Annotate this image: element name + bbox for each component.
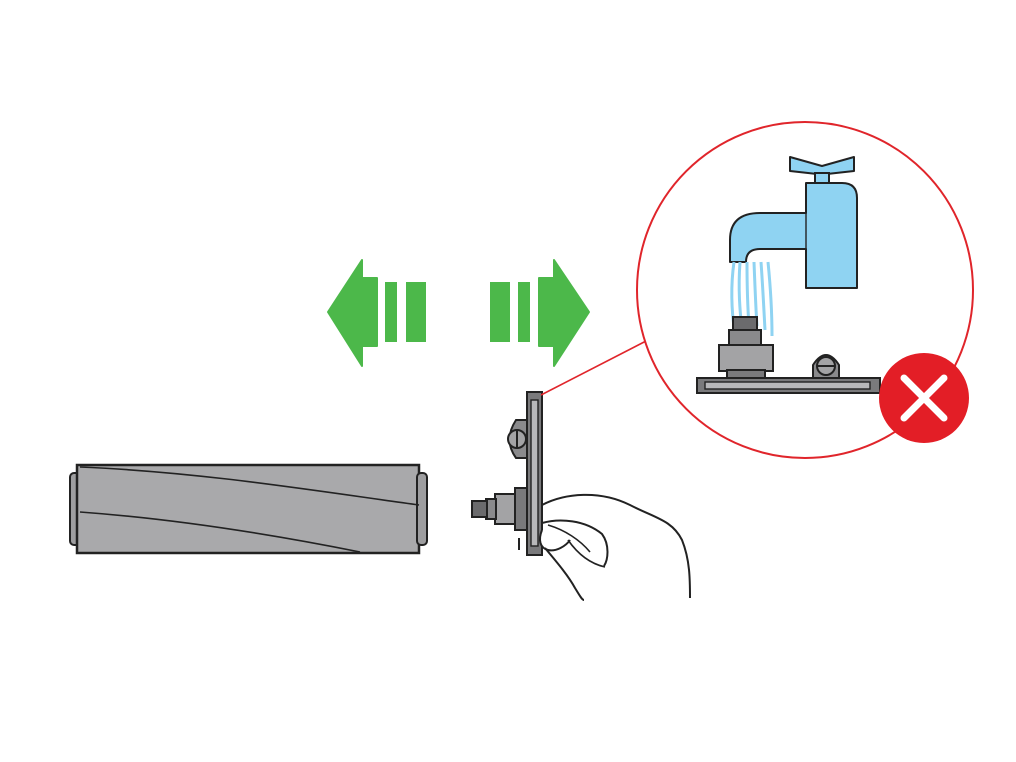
faucet-icon — [729, 156, 858, 289]
end-cap-icon — [471, 391, 543, 556]
callout-leader — [540, 339, 649, 396]
arrow-left-icon — [327, 259, 426, 367]
hand-icon — [539, 493, 691, 601]
brush-roller-icon — [69, 463, 428, 555]
arrow-right-icon — [490, 259, 590, 367]
no-cross-icon — [879, 353, 969, 443]
